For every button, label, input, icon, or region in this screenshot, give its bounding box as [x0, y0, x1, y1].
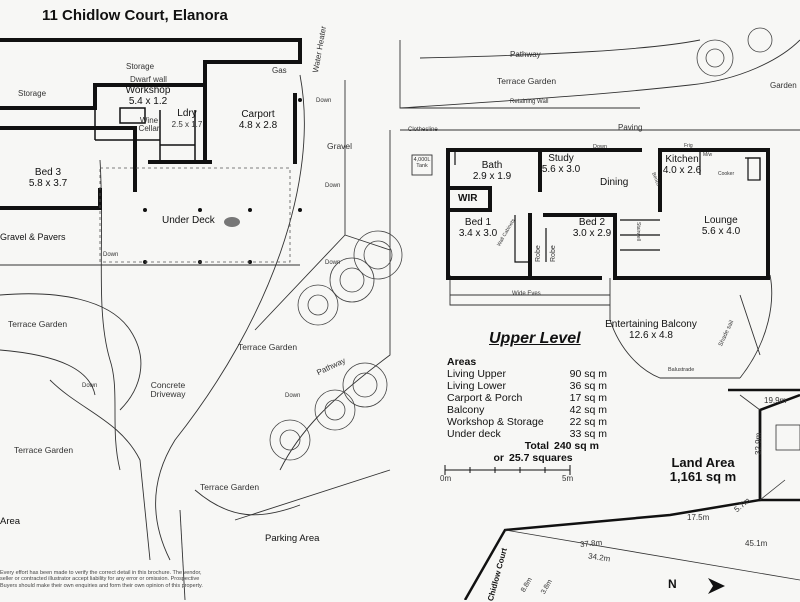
label-terrace-garden-mid: Terrace Garden — [238, 342, 298, 352]
label-gravel-pavers: Gravel & Pavers — [0, 232, 66, 242]
label-clothesline: Clothesline — [408, 127, 438, 133]
label-wir: WIR — [458, 193, 478, 204]
label-dwarf-wall: Dwarf wall — [130, 75, 167, 84]
areas-heading: Areas — [447, 356, 477, 368]
scale-start-label: 0m — [440, 474, 452, 483]
label-tank: 4,000L Tank — [413, 157, 431, 169]
label-stairwell: Stairwell — [635, 222, 641, 241]
label-terrace-garden-bottom: Terrace Garden — [200, 482, 260, 492]
upper-level-heading: Upper Level — [489, 330, 581, 347]
label-gravel: Gravel — [327, 141, 353, 151]
label-storage-left: Storage — [18, 89, 47, 98]
label-paving: Paving — [618, 123, 643, 132]
label-dining: Dining — [600, 177, 629, 188]
label-area-fragment: Area — [0, 516, 21, 527]
scale-end-label: 5m — [562, 474, 574, 483]
label-concrete-driveway: Concrete Driveway — [150, 380, 186, 399]
disclaimer: Every effort has been made to verify the… — [0, 570, 203, 589]
label-down: Down — [103, 252, 119, 258]
north-label: N — [668, 577, 677, 591]
label-gas: Gas — [272, 66, 287, 75]
plan-title: 11 Chidlow Court, Elanora — [42, 7, 228, 24]
label-balustrade: Balustrade — [668, 367, 695, 373]
label-down: Down — [285, 393, 301, 399]
label-robe-1: Robe — [535, 245, 542, 262]
label-terrace-garden-left: Terrace Garden — [8, 319, 68, 329]
label-down-upper: Down — [593, 144, 608, 150]
land-dim: 17.5m — [687, 513, 710, 522]
label-cooker: Cooker — [718, 171, 735, 177]
label-under-deck: Under Deck — [162, 215, 215, 226]
label-down: Down — [325, 260, 341, 266]
label-robe-2: Robe — [550, 245, 557, 262]
land-dim: 45.1m — [745, 539, 768, 548]
label-down: Down — [82, 383, 98, 389]
label-fridge: Frig — [684, 143, 693, 149]
north-arrow-icon — [708, 578, 725, 594]
label-down: Down — [316, 98, 332, 104]
label-wine-cellar: Wine Cellar — [138, 116, 160, 134]
land-dim: 19.9m — [764, 396, 787, 405]
land-dim: 32.9m — [754, 432, 763, 455]
label-retaining-wall: Retaining Wall — [510, 99, 549, 105]
label-down: Down — [325, 183, 341, 189]
label-terrace-garden-bottom-left: Terrace Garden — [14, 445, 74, 455]
label-garden-fragment: Garden — [770, 81, 797, 90]
label-pathway-upper: Pathway — [510, 50, 541, 59]
label-terrace-garden-upper: Terrace Garden — [497, 76, 557, 86]
label-wide-eves: Wide Eves — [512, 291, 541, 297]
label-storage-top: Storage — [126, 62, 155, 71]
label-parking-area: Parking Area — [265, 533, 320, 544]
label-microwave: M/w — [703, 152, 713, 158]
